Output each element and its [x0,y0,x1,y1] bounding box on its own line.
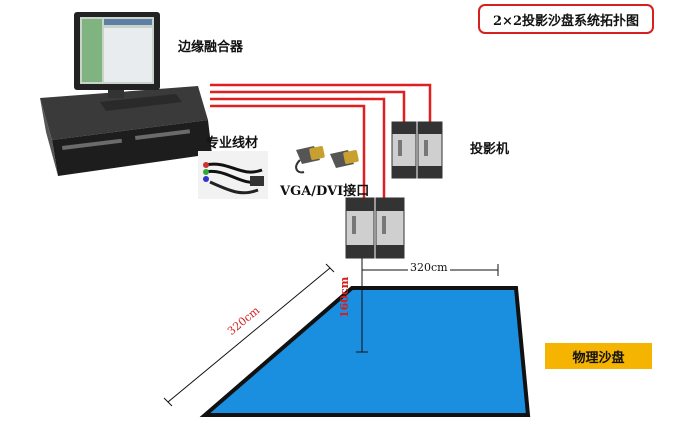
projector-bottom-right [375,197,405,259]
projector-top-right [417,121,443,179]
dimension-width-top: 320cm [408,261,450,274]
cable-bundle [198,151,268,199]
diagram-title: 2×2投影沙盘系统拓扑图 [478,4,654,34]
interface-label: VGA/DVI接口 [280,184,370,199]
projector-bottom-left [345,197,375,259]
fusion-unit-label: 边缘融合器 [178,40,244,55]
projector-top-left [391,121,417,179]
edge-fusion-computer [40,12,212,176]
sandtable-tag: 物理沙盘 [545,343,652,369]
video-cables [210,83,432,198]
vga-dvi-connectors [295,146,359,174]
projector-label: 投影机 [470,142,510,157]
dimension-height: 160cm [338,276,351,318]
cable-label: 专业线材 [206,136,259,151]
